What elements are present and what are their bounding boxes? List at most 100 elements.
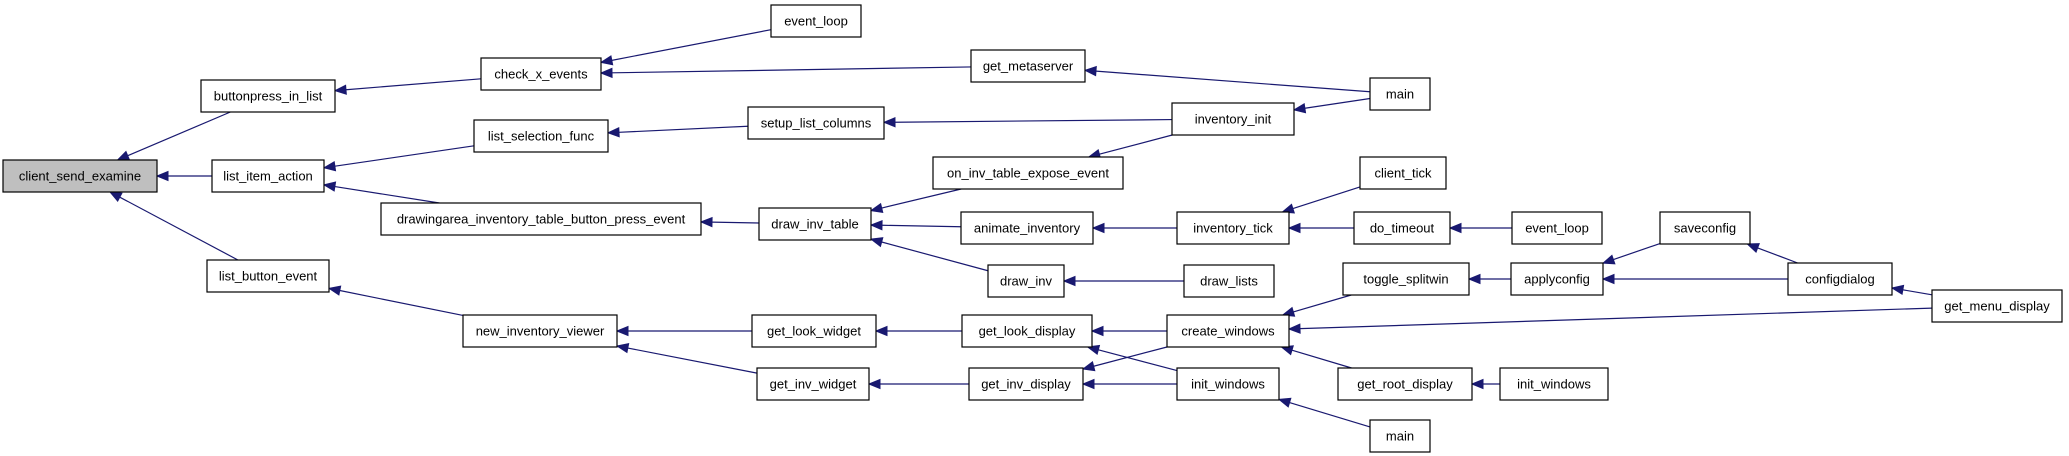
node-box[interactable] xyxy=(751,314,877,348)
node-box[interactable] xyxy=(200,79,336,113)
edge-list-button-event-to-root xyxy=(108,191,239,261)
edge-arrowhead xyxy=(869,237,884,248)
node-box[interactable] xyxy=(1353,211,1451,245)
node-do-timeout[interactable]: do_timeout xyxy=(1353,211,1451,245)
node-box[interactable] xyxy=(1787,262,1893,296)
node-box[interactable] xyxy=(1499,367,1609,401)
edge-saveconfig-to-applyconfig xyxy=(1601,242,1661,265)
node-label: draw_lists xyxy=(1200,274,1258,289)
node-get-inv-widget[interactable]: get_inv_widget xyxy=(756,367,870,401)
node-get-inv-display[interactable]: get_inv_display xyxy=(968,367,1084,401)
edge-animate-inventory-to-draw-inv-table xyxy=(869,220,962,231)
node-box[interactable] xyxy=(211,159,325,193)
node-applyconfig[interactable]: applyconfig xyxy=(1510,262,1604,296)
node-inventory-tick[interactable]: inventory_tick xyxy=(1176,211,1290,245)
node-configdialog[interactable]: configdialog xyxy=(1787,262,1893,296)
node-box[interactable] xyxy=(1931,289,2063,323)
node-main-1[interactable]: main xyxy=(1369,77,1431,111)
node-init-windows-2[interactable]: init_windows xyxy=(1499,367,1609,401)
node-create-windows[interactable]: create_windows xyxy=(1166,314,1290,348)
edge-arrowhead xyxy=(155,170,169,182)
node-box[interactable] xyxy=(480,57,602,91)
edge-line xyxy=(627,347,758,374)
node-box[interactable] xyxy=(462,314,618,348)
edge-line xyxy=(119,196,239,261)
node-saveconfig[interactable]: saveconfig xyxy=(1659,211,1751,245)
node-client-tick[interactable]: client_tick xyxy=(1359,156,1447,190)
node-get-root-display[interactable]: get_root_display xyxy=(1337,367,1473,401)
node-label: get_look_widget xyxy=(767,324,861,339)
edge-arrowhead xyxy=(108,191,123,203)
edge-arrowhead xyxy=(1292,102,1307,114)
node-label: new_inventory_viewer xyxy=(476,324,605,339)
node-drawingarea[interactable]: drawingarea_inventory_table_button_press… xyxy=(380,202,702,236)
edge-main-1-to-get-metaserver xyxy=(1083,65,1371,93)
node-box[interactable] xyxy=(758,207,872,241)
edge-drawingarea-to-list-item-action xyxy=(322,181,440,204)
node-inventory-init[interactable]: inventory_init xyxy=(1171,102,1295,136)
node-setup-list-columns[interactable]: setup_list_columns xyxy=(747,106,885,140)
node-list-button-event[interactable]: list_button_event xyxy=(206,259,330,293)
node-label: configdialog xyxy=(1805,272,1874,287)
node-box[interactable] xyxy=(932,156,1124,190)
node-box[interactable] xyxy=(770,4,862,38)
node-event-loop-1[interactable]: event_loop xyxy=(770,4,862,38)
node-box[interactable] xyxy=(380,202,702,236)
node-check-x-events[interactable]: check_x_events xyxy=(480,57,602,91)
node-box[interactable] xyxy=(987,264,1065,298)
node-main-2[interactable]: main xyxy=(1369,419,1431,453)
node-get-look-widget[interactable]: get_look_widget xyxy=(751,314,877,348)
node-box[interactable] xyxy=(756,367,870,401)
node-box[interactable] xyxy=(968,367,1084,401)
node-box[interactable] xyxy=(1369,419,1431,453)
node-label: animate_inventory xyxy=(974,221,1081,236)
node-box[interactable] xyxy=(1166,314,1290,348)
edge-draw-inv-to-draw-inv-table xyxy=(869,237,989,272)
node-list-selection-func[interactable]: list_selection_func xyxy=(473,119,609,153)
node-box[interactable] xyxy=(1183,264,1275,298)
edge-on-inv-table-expose-to-draw-inv-table xyxy=(869,188,962,214)
node-draw-inv-table[interactable]: draw_inv_table xyxy=(758,207,872,241)
node-get-menu-display[interactable]: get_menu_display xyxy=(1931,289,2063,323)
node-box[interactable] xyxy=(961,314,1093,348)
node-box[interactable] xyxy=(1359,156,1447,190)
node-get-look-display[interactable]: get_look_display xyxy=(961,314,1093,348)
edge-line xyxy=(1293,294,1352,313)
node-box[interactable] xyxy=(1176,367,1280,401)
edge-get-menu-display-to-configdialog xyxy=(1890,284,1933,296)
node-box[interactable] xyxy=(1171,102,1295,136)
node-box[interactable] xyxy=(206,259,330,293)
node-box[interactable] xyxy=(747,106,885,140)
node-animate-inventory[interactable]: animate_inventory xyxy=(960,211,1094,245)
edge-create-windows-to-get-look-display xyxy=(1090,325,1167,337)
node-buttonpress[interactable]: buttonpress_in_list xyxy=(200,79,336,113)
edge-line xyxy=(334,185,440,204)
edge-arrowhead xyxy=(1448,222,1462,234)
edge-configdialog-to-saveconfig xyxy=(1746,243,1798,264)
node-box[interactable] xyxy=(1659,211,1751,245)
node-box[interactable] xyxy=(473,119,609,153)
node-get-metaserver[interactable]: get_metaserver xyxy=(970,49,1086,83)
node-box[interactable] xyxy=(1369,77,1431,111)
node-init-windows-1[interactable]: init_windows xyxy=(1176,367,1280,401)
edge-create-windows-to-get-inv-display xyxy=(1081,346,1168,372)
node-new-inventory-viewer[interactable]: new_inventory_viewer xyxy=(462,314,618,348)
node-box[interactable] xyxy=(1176,211,1290,245)
node-box[interactable] xyxy=(1337,367,1473,401)
node-box[interactable] xyxy=(1510,262,1604,296)
node-draw-inv[interactable]: draw_inv xyxy=(987,264,1065,298)
node-root[interactable]: client_send_examine xyxy=(2,159,158,193)
node-box[interactable] xyxy=(1511,211,1603,245)
node-draw-lists[interactable]: draw_lists xyxy=(1183,264,1275,298)
node-event-loop-2[interactable]: event_loop xyxy=(1511,211,1603,245)
edge-arrowhead xyxy=(333,84,347,95)
node-box[interactable] xyxy=(970,49,1086,83)
node-box[interactable] xyxy=(1342,262,1470,296)
node-box[interactable] xyxy=(960,211,1094,245)
edge-inventory-init-to-setup-list-columns xyxy=(882,116,1173,128)
node-list-item-action[interactable]: list_item_action xyxy=(211,159,325,193)
edge-arrowhead xyxy=(1277,397,1292,408)
node-toggle-splitwin[interactable]: toggle_splitwin xyxy=(1342,262,1470,296)
node-box[interactable] xyxy=(2,159,158,193)
node-on-inv-table-expose[interactable]: on_inv_table_expose_event xyxy=(932,156,1124,190)
